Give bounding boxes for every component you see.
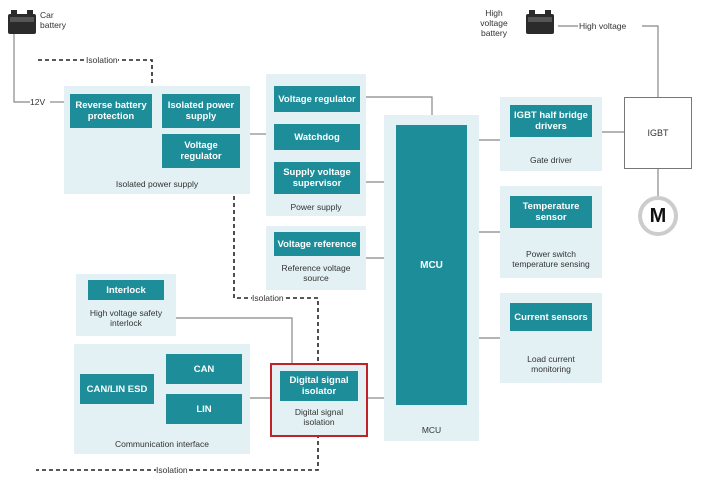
gate-driver-caption: Gate driver xyxy=(529,155,573,165)
hv-battery-label: High voltage battery xyxy=(480,8,508,38)
car-battery-wire xyxy=(13,34,30,103)
car-battery-label: Car battery xyxy=(40,10,66,30)
power-supply-caption: Power supply xyxy=(290,202,342,212)
mcu-caption: MCU xyxy=(421,425,442,435)
igbt-half-bridge-drivers-block[interactable]: IGBT half bridge drivers xyxy=(510,105,592,137)
reverse-battery-protection-block[interactable]: Reverse battery protection xyxy=(70,94,152,128)
igbt-label: IGBT xyxy=(647,128,669,138)
wire-ps-to-mcu xyxy=(366,96,433,115)
high-voltage-label: High voltage xyxy=(579,21,627,31)
isolated-power-supply-block[interactable]: Isolated power supply xyxy=(162,94,240,128)
voltage-regulator-block[interactable]: Voltage regulator xyxy=(274,86,360,112)
motor-label: M xyxy=(649,204,667,227)
reference-voltage-caption: Reference voltage source xyxy=(281,263,351,283)
watchdog-block[interactable]: Watchdog xyxy=(274,124,360,150)
voltage-reference-block[interactable]: Voltage reference xyxy=(274,232,360,256)
isolation-line-top xyxy=(38,59,153,86)
temperature-sensor-block[interactable]: Temperature sensor xyxy=(510,196,592,228)
can-block[interactable]: CAN xyxy=(166,354,242,384)
isolation-line-middle xyxy=(36,196,319,471)
hv-interlock-caption: High voltage safety interlock xyxy=(89,308,163,328)
isolation-label-bottom: Isolation xyxy=(156,465,188,475)
motor-icon: M xyxy=(638,196,678,236)
supply-voltage-supervisor-block[interactable]: Supply voltage supervisor xyxy=(274,162,360,194)
lin-block[interactable]: LIN xyxy=(166,394,242,424)
current-sensors-block[interactable]: Current sensors xyxy=(510,303,592,331)
can-lin-esd-block[interactable]: CAN/LIN ESD xyxy=(80,374,154,404)
digital-signal-isolator-block[interactable]: Digital signal isolator xyxy=(280,371,358,401)
car-battery-icon xyxy=(8,10,36,34)
voltage-regulator-block-iso[interactable]: Voltage regulator xyxy=(162,134,240,168)
wire-hv-igbt xyxy=(642,25,659,97)
interlock-block[interactable]: Interlock xyxy=(88,280,164,300)
isolation-label-top: Isolation xyxy=(86,55,118,65)
digital-signal-isolation-caption: Digital signal isolation xyxy=(294,407,344,427)
igbt-box[interactable]: IGBT xyxy=(624,97,692,169)
isolation-label-middle: Isolation xyxy=(252,293,284,303)
communication-interface-caption: Communication interface xyxy=(114,439,209,449)
isolated-power-supply-caption: Isolated power supply xyxy=(115,179,199,189)
mcu-block[interactable]: MCU xyxy=(396,125,467,405)
12v-label: 12V xyxy=(30,97,46,107)
current-monitoring-caption: Load current monitoring xyxy=(527,354,575,374)
hv-battery-icon xyxy=(526,10,554,34)
temperature-sensing-caption: Power switch temperature sensing xyxy=(512,249,590,269)
wire-interlock-isolator xyxy=(176,317,293,363)
